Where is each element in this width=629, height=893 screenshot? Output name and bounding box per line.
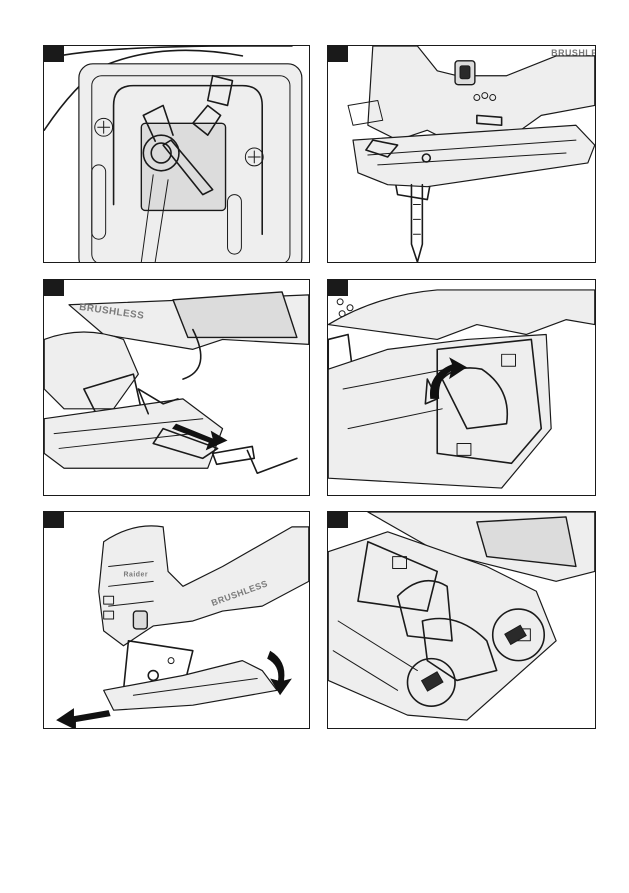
figure-panel-3: BRUSHLESS <box>43 279 310 496</box>
figure-panel-5: Raider BRUSHLESS <box>43 511 310 729</box>
logo-label: Raider <box>123 571 148 578</box>
figure-panel-6 <box>327 511 596 729</box>
jigsaw-side-illustration: Raider BRUSHLESS <box>44 512 309 728</box>
figure-panel-2: BRUSHLESS <box>327 45 596 263</box>
jigsaw-front-illustration: BRUSHLESS <box>328 46 595 262</box>
hex-key-base-plate-illustration: BRUSHLESS <box>44 280 309 495</box>
figure-panel-4 <box>327 279 596 496</box>
base-plate-lock-illustration <box>328 512 595 728</box>
figure-panel-1 <box>43 45 310 263</box>
base-plate-rotation-illustration <box>328 280 595 495</box>
base-plate-illustration <box>44 46 309 262</box>
